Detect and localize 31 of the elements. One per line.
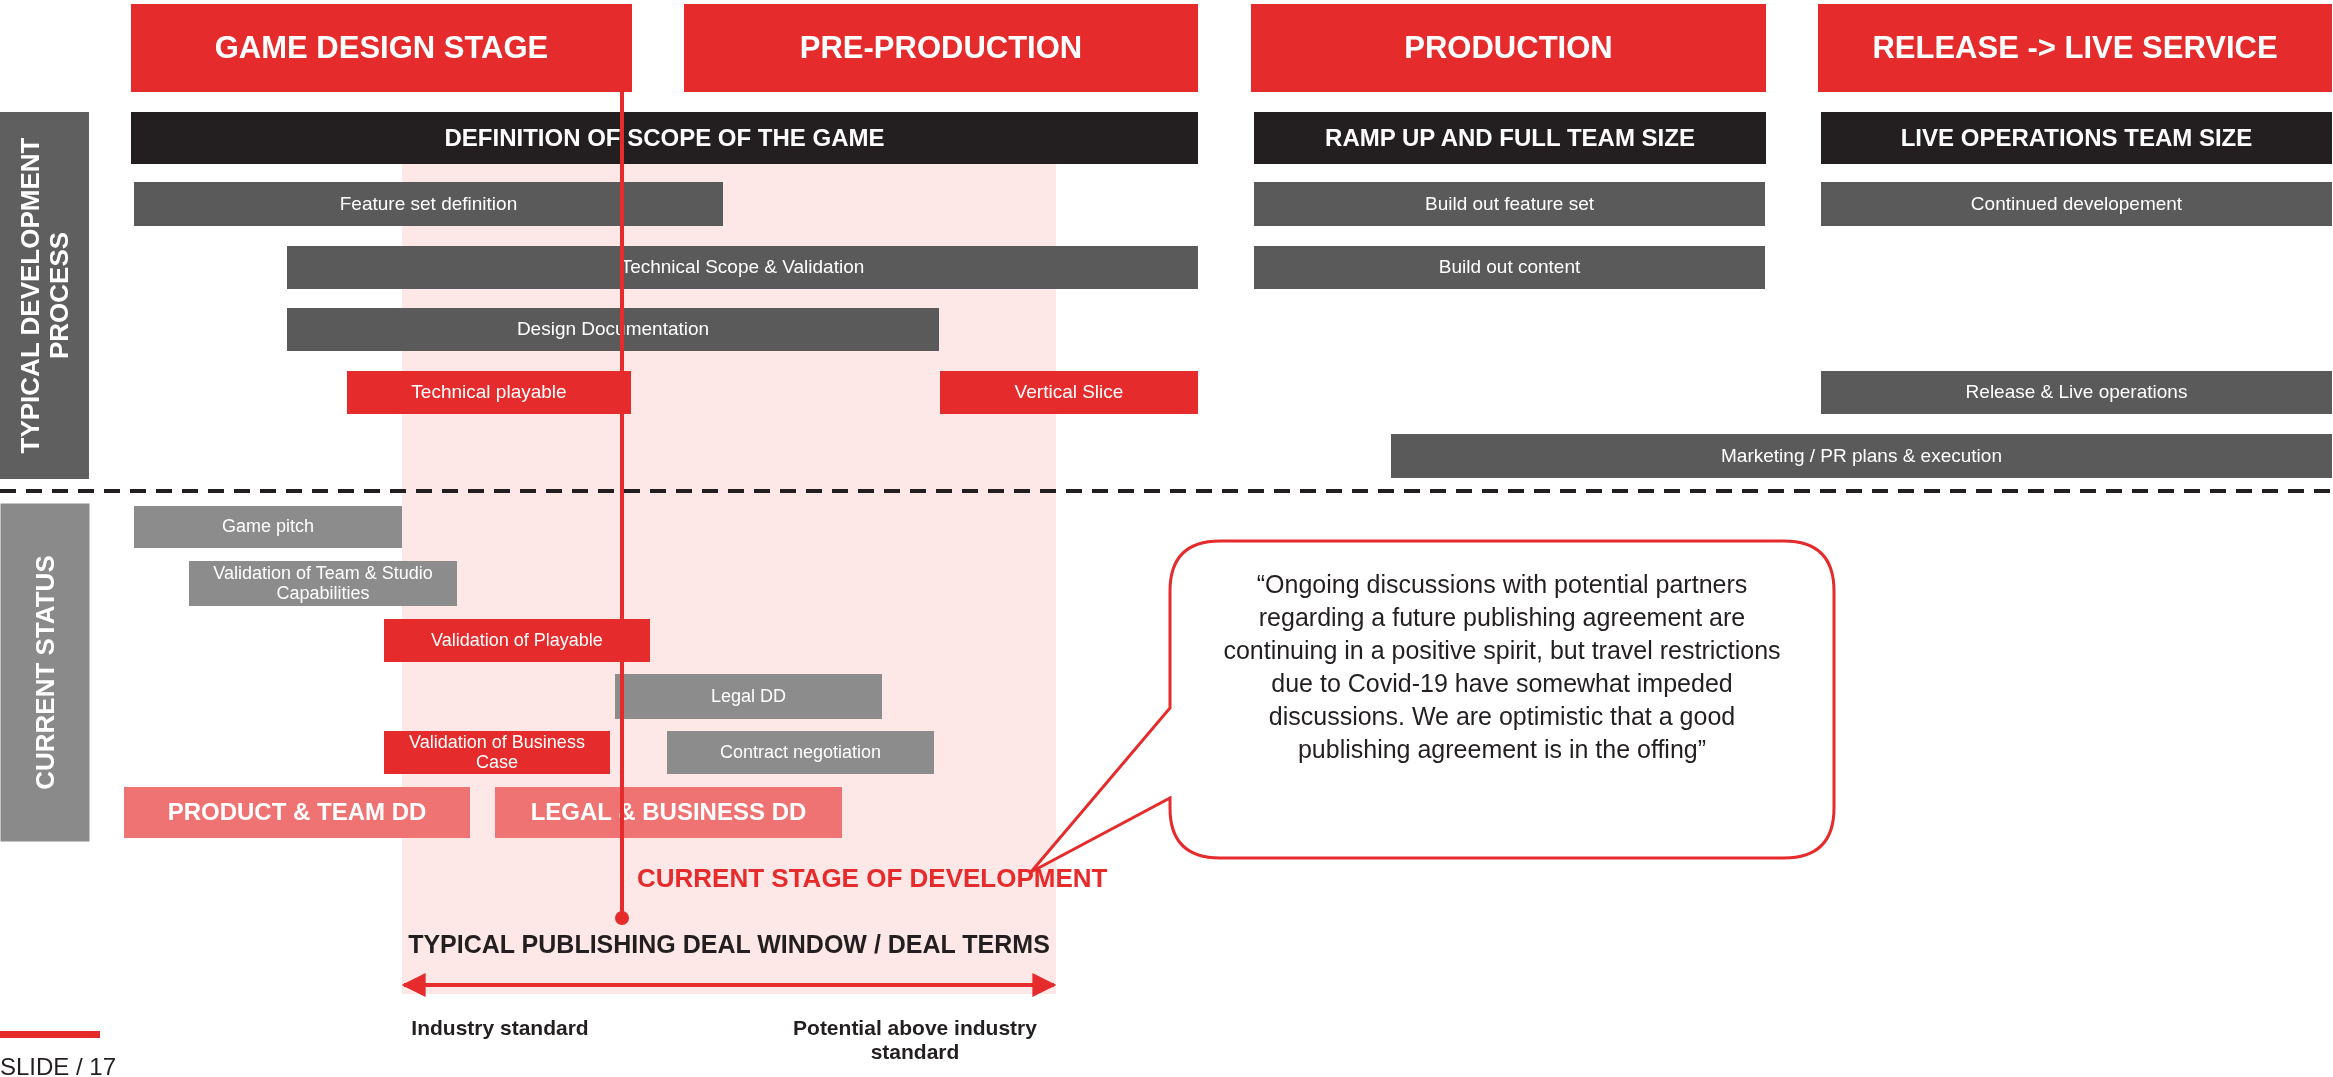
deal-window-title: TYPICAL PUBLISHING DEAL WINDOW / DEAL TERMS xyxy=(407,930,1051,959)
task-bar: Marketing / PR plans & execution xyxy=(1391,434,2332,478)
task-bar: Build out feature set xyxy=(1254,182,1765,226)
status-bar: Legal DD xyxy=(615,674,882,719)
status-caption: CURRENT STAGE OF DEVELOPMENT xyxy=(637,864,1109,894)
stage-header: GAME DESIGN STAGE xyxy=(131,4,632,92)
status-bar: Validation of Playable xyxy=(384,619,650,662)
status-bar: Validation of Business Case xyxy=(384,731,610,774)
phase-bar: RAMP UP AND FULL TEAM SIZE xyxy=(1254,112,1766,164)
slide-number: SLIDE / 17 xyxy=(0,1053,118,1077)
phase-bar: DEFINITION OF SCOPE OF THE GAME xyxy=(131,112,1198,164)
axis-note: Industry standard xyxy=(410,1016,590,1041)
due-diligence-bar: PRODUCT & TEAM DD xyxy=(124,787,470,838)
task-bar: Release & Live operations xyxy=(1821,371,2332,414)
task-bar: Technical playable xyxy=(347,371,631,414)
status-bar: Contract negotiation xyxy=(667,731,934,774)
phase-bar: LIVE OPERATIONS TEAM SIZE xyxy=(1821,112,2332,164)
task-bar: Continued developement xyxy=(1821,182,2332,226)
stage-header: PRE-PRODUCTION xyxy=(684,4,1198,92)
stage-header: RELEASE -> LIVE SERVICE xyxy=(1818,4,2332,92)
task-bar: Vertical Slice xyxy=(940,371,1198,414)
status-bar: Game pitch xyxy=(134,506,402,548)
task-bar: Technical Scope & Validation xyxy=(287,246,1198,289)
task-bar: Build out content xyxy=(1254,246,1765,289)
stage-header: PRODUCTION xyxy=(1251,4,1766,92)
status-bar: Validation of Team & Studio Capabilities xyxy=(189,561,457,606)
axis-note: Potential above industry standard xyxy=(792,1016,1038,1065)
task-bar: Feature set definition xyxy=(134,182,723,226)
section-band: TYPICAL DEVELOPMENT PROCESS xyxy=(0,112,89,479)
quote-text: “Ongoing discussions with potential partners regarding a future publishing agreement are continuing in a positive spirit, but travel restrictions due to Covid-19 have somewhat impeded discussions. We are optimistic that a good publishing agreement is in the offing” xyxy=(1222,569,1782,765)
section-band: CURRENT STATUS xyxy=(0,503,89,841)
